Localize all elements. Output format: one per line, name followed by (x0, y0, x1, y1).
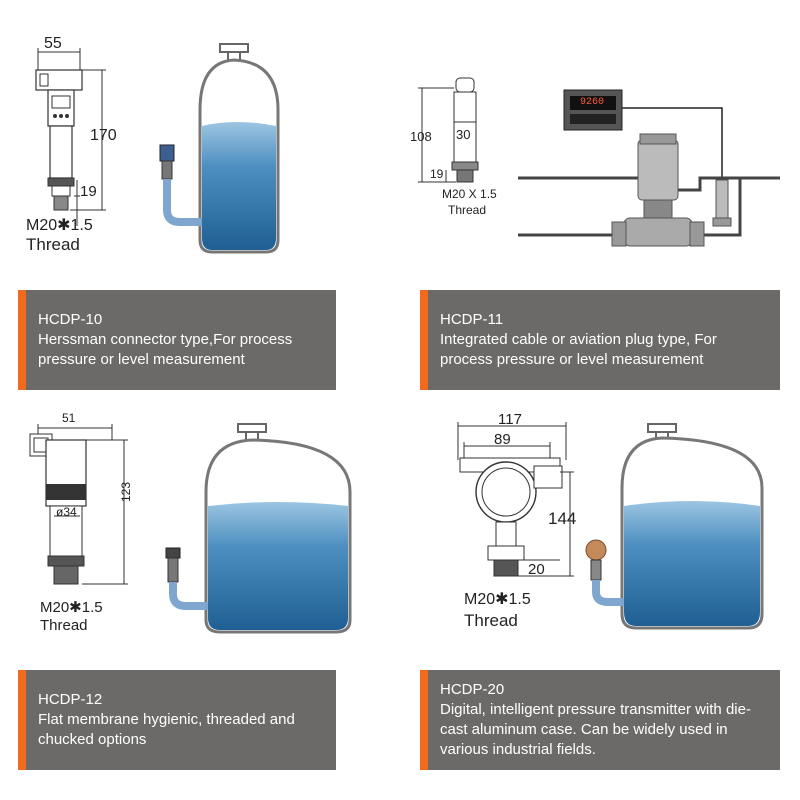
product-banner-hcdp-11: HCDP-11 Integrated cable or aviation plu… (420, 290, 780, 390)
dim-height-label: 144 (548, 509, 577, 528)
product-cell-hcdp-11: 108 30 19 M20 X 1.5 Thread 9260 (410, 30, 790, 280)
product-cell-hcdp-12: 51 123 ø34 M20✱1.5 Thread (10, 410, 390, 660)
dim-height-label: 108 (410, 129, 432, 144)
thread-word-label: Thread (40, 617, 88, 634)
product-description: Herssman connector type,For process pres… (38, 331, 293, 368)
thread-spec-label: M20 X 1.5 (442, 187, 497, 201)
product-cell-hcdp-10: 55 170 19 M20✱1.5 Thread (10, 30, 390, 280)
product-model: HCDP-10 (38, 311, 103, 328)
dim-thread-length-label: 19 (430, 167, 444, 181)
accent-bar (18, 290, 26, 390)
thread-word-label: Thread (448, 203, 487, 217)
transmitter-drawing (418, 77, 780, 247)
thread-spec-label: M20✱1.5 (26, 217, 93, 234)
dim-outer-width-label: 117 (498, 411, 522, 428)
dim-diameter-label: ø34 (56, 505, 77, 519)
accent-bar (420, 670, 428, 770)
thread-word-label: Thread (26, 235, 80, 254)
accent-bar (420, 290, 428, 390)
thread-spec-label: M20✱1.5 (40, 599, 103, 616)
dim-body-diameter-label: 30 (456, 127, 471, 142)
thread-word-label: Thread (464, 611, 518, 630)
dim-width-label: 51 (62, 411, 76, 425)
product-banner-hcdp-10: HCDP-10 Herssman connector type,For proc… (18, 290, 336, 390)
thread-spec-label: M20✱1.5 (464, 591, 531, 608)
transmitter-drawing (29, 423, 352, 634)
product-banner-hcdp-12: HCDP-12 Flat membrane hygienic, threaded… (18, 670, 336, 770)
controller-display-value: 9260 (580, 97, 605, 108)
product-model: HCDP-11 (440, 311, 504, 328)
product-description: Digital, intelligent pressure transmitte… (440, 701, 751, 758)
product-description: Flat membrane hygienic, threaded and chu… (38, 711, 295, 748)
dim-height-label: 170 (90, 127, 117, 144)
product-model: HCDP-12 (38, 691, 103, 708)
product-model: HCDP-20 (440, 681, 505, 698)
dim-width-label: 55 (44, 35, 62, 52)
accent-bar (18, 670, 26, 770)
product-description: Integrated cable or aviation plug type, … (440, 331, 717, 368)
dim-thread-length-label: 19 (80, 183, 97, 200)
dim-thread-length-label: 20 (528, 561, 545, 578)
product-banner-hcdp-20: HCDP-20 Digital, intelligent pressure tr… (420, 670, 780, 770)
product-cell-hcdp-20: 117 89 144 20 M20✱1.5 Thread (410, 410, 790, 660)
dim-height-label: 123 (119, 481, 134, 503)
dim-inner-width-label: 89 (494, 431, 511, 448)
transmitter-drawing (457, 422, 764, 630)
transmitter-drawing (35, 43, 280, 254)
pipeline-pump-illustration (611, 133, 705, 247)
